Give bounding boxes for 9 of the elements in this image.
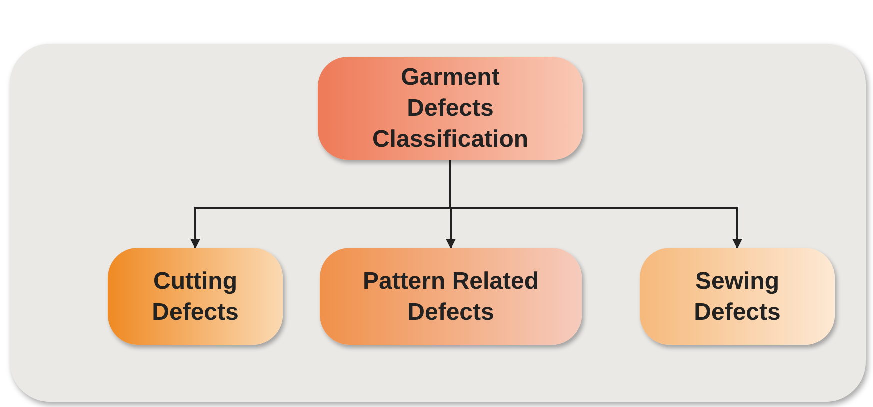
- node-label: Pattern Related Defects: [362, 268, 540, 326]
- connector-arrow: [450, 160, 742, 249]
- category-box: [320, 248, 582, 345]
- root-box: [318, 57, 583, 160]
- node-label: Sewing Defects: [694, 268, 781, 326]
- category-box: [108, 248, 283, 345]
- node-label: Garment Defects Classification: [372, 64, 529, 153]
- node-label: Cutting Defects: [152, 268, 239, 326]
- category-box: [640, 248, 835, 345]
